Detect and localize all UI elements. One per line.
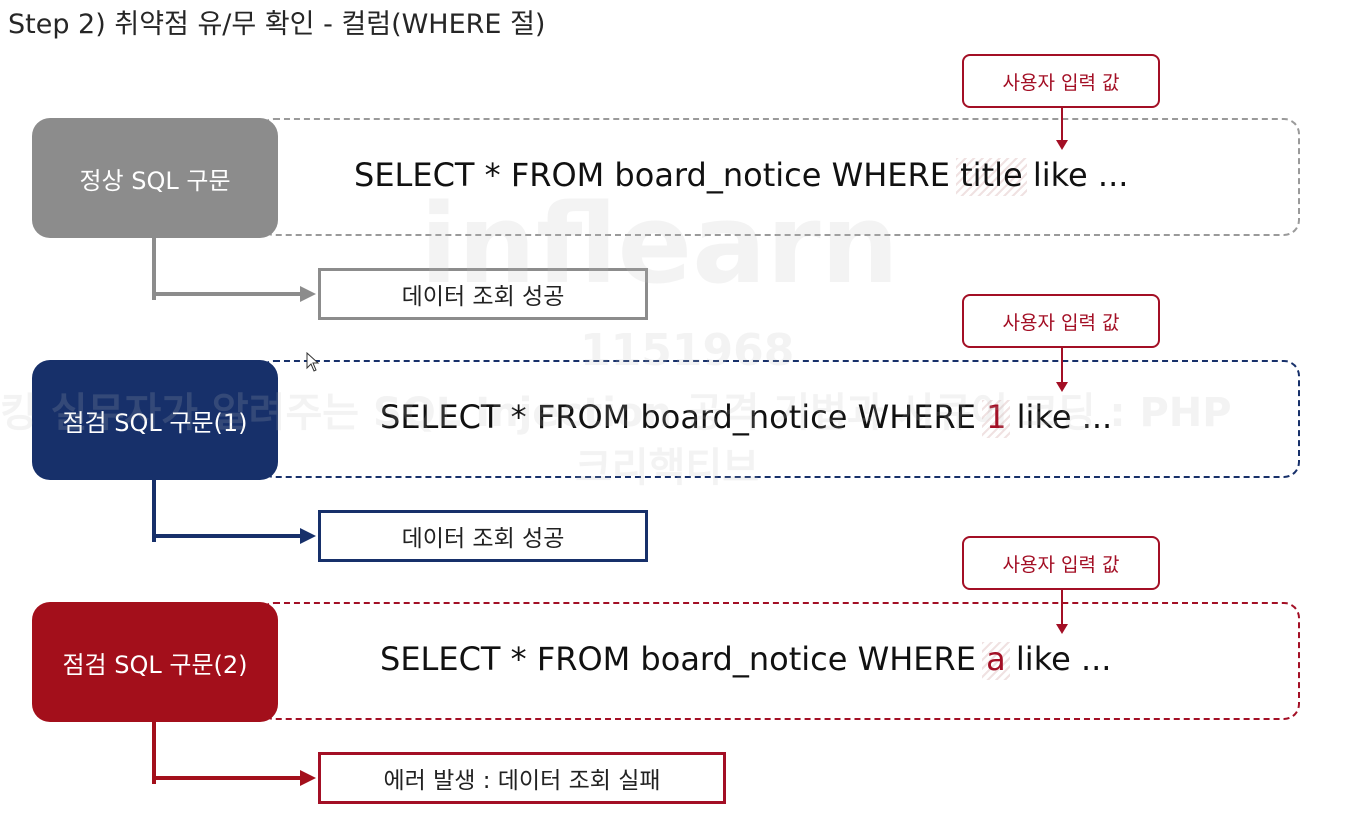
sql-prefix: SELECT * FROM board_notice WHERE [380, 640, 987, 678]
sql-statement: SELECT * FROM board_notice WHERE title l… [354, 156, 1129, 196]
sql-statement: SELECT * FROM board_notice WHERE a like … [380, 640, 1112, 680]
flow-arrow [152, 776, 302, 780]
row-normal-sql: 정상 SQL 구문 SELECT * FROM board_notice WHE… [0, 118, 1356, 320]
sql-suffix: like ... [1022, 156, 1129, 194]
arrowhead-icon [1056, 624, 1068, 634]
result-box: 에러 발생 : 데이터 조회 실패 [318, 752, 726, 804]
sql-statement: SELECT * FROM board_notice WHERE 1 like … [380, 398, 1113, 438]
sql-prefix: SELECT * FROM board_notice WHERE [354, 156, 961, 194]
arrowhead-icon [300, 528, 316, 544]
sql-suffix: like ... [1006, 398, 1113, 436]
row-label: 점검 SQL 구문(2) [32, 602, 278, 722]
user-input-callout: 사용자 입력 값 [962, 54, 1160, 108]
user-input-callout: 사용자 입력 값 [962, 294, 1160, 348]
row-check-sql-1: 점검 SQL 구문(1) SELECT * FROM board_notice … [0, 360, 1356, 562]
sql-user-input: title [956, 156, 1027, 196]
sql-suffix: like ... [1005, 640, 1112, 678]
flow-arrow [152, 534, 302, 538]
callout-arrow [1061, 108, 1063, 140]
arrowhead-icon [300, 286, 316, 302]
sql-user-input: a [982, 640, 1010, 680]
result-box: 데이터 조회 성공 [318, 510, 648, 562]
callout-arrow [1061, 348, 1063, 382]
callout-arrow [1061, 590, 1063, 624]
mouse-cursor-icon [306, 352, 320, 372]
page-title: Step 2) 취약점 유/무 확인 - 컬럼(WHERE 절) [8, 9, 546, 40]
sql-user-input: 1 [982, 398, 1011, 438]
user-input-callout: 사용자 입력 값 [962, 536, 1160, 590]
arrowhead-icon [1056, 140, 1068, 150]
flow-connector [152, 478, 156, 542]
arrowhead-icon [300, 770, 316, 786]
result-box: 데이터 조회 성공 [318, 268, 648, 320]
arrowhead-icon [1056, 382, 1068, 392]
flow-connector [152, 236, 156, 300]
row-label: 정상 SQL 구문 [32, 118, 278, 238]
sql-prefix: SELECT * FROM board_notice WHERE [380, 398, 987, 436]
flow-arrow [152, 292, 302, 296]
row-check-sql-2: 점검 SQL 구문(2) SELECT * FROM board_notice … [0, 602, 1356, 804]
row-label: 점검 SQL 구문(1) [32, 360, 278, 480]
flow-connector [152, 720, 156, 784]
